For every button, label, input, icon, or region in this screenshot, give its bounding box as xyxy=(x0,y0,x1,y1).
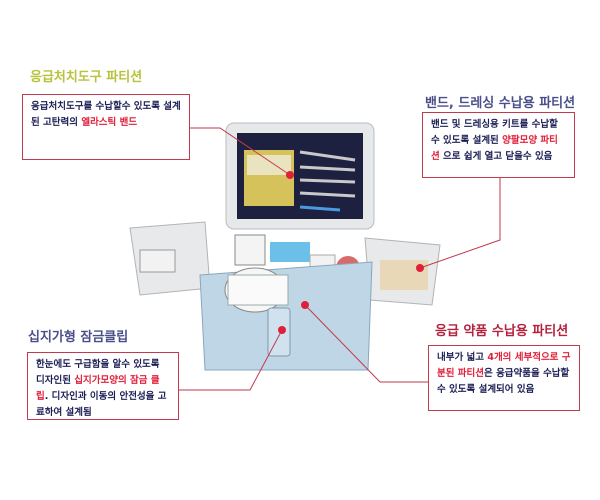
callout-box-cross-clip: 한눈에도 구급함을 알수 있도록 디자인된 십지가모양의 잠금 클립. 디자인과… xyxy=(27,352,179,420)
callout-box-first-aid-tools: 응급처치도구를 수납할수 있도록 설계된 고탄력의 엘라스틱 밴드 xyxy=(22,94,190,160)
callout-text: 한눈에도 구급함을 알수 있도록 디자인된 xyxy=(36,359,160,386)
callout-text-after: . 디자인과 이동의 안전성을 고료하여 설계됨 xyxy=(36,391,167,418)
callout-box-bandage-partition: 밴드 및 드레싱용 키트를 수납할 수 있도록 설계된 양팔모양 파티션 으로 … xyxy=(422,112,575,178)
callout-text: 밴드 및 드레싱용 키트를 수납할 수 있도록 설계된 xyxy=(431,119,558,146)
callout-highlight: 4개의 세부적으로 구분된 파티션 xyxy=(437,352,571,379)
callout-title-medicine-partition: 응급 약품 수납용 파티션 xyxy=(435,324,569,339)
callout-text: 내부가 넓고 xyxy=(437,352,488,363)
callout-text: 응급처치도구를 수납할수 있도록 설계된 고탄력의 xyxy=(31,101,181,128)
callout-title-cross-clip: 십지가형 잠금클립 xyxy=(28,330,129,345)
callout-title-bandage-partition: 밴드, 드레싱 수납용 파티션 xyxy=(425,96,576,111)
callout-highlight: 엘라스틱 밴드 xyxy=(81,117,138,128)
callout-box-medicine-partition: 내부가 넓고 4개의 세부적으로 구분된 파티션은 응급약품을 수납할 수 있도… xyxy=(428,345,580,411)
callout-highlight: 십지가모양의 잠금 클립 xyxy=(36,375,160,402)
callout-text-after: 으로 쉽게 열고 닫을수 있음 xyxy=(439,151,553,162)
callout-text-after: 은 응급약품을 수납할 수 있도록 설계되어 있음 xyxy=(437,368,570,395)
callout-highlight: 양팔모양 파티션 xyxy=(431,135,558,162)
callout-title-first-aid-tools: 응급처치도구 파티션 xyxy=(30,70,143,85)
